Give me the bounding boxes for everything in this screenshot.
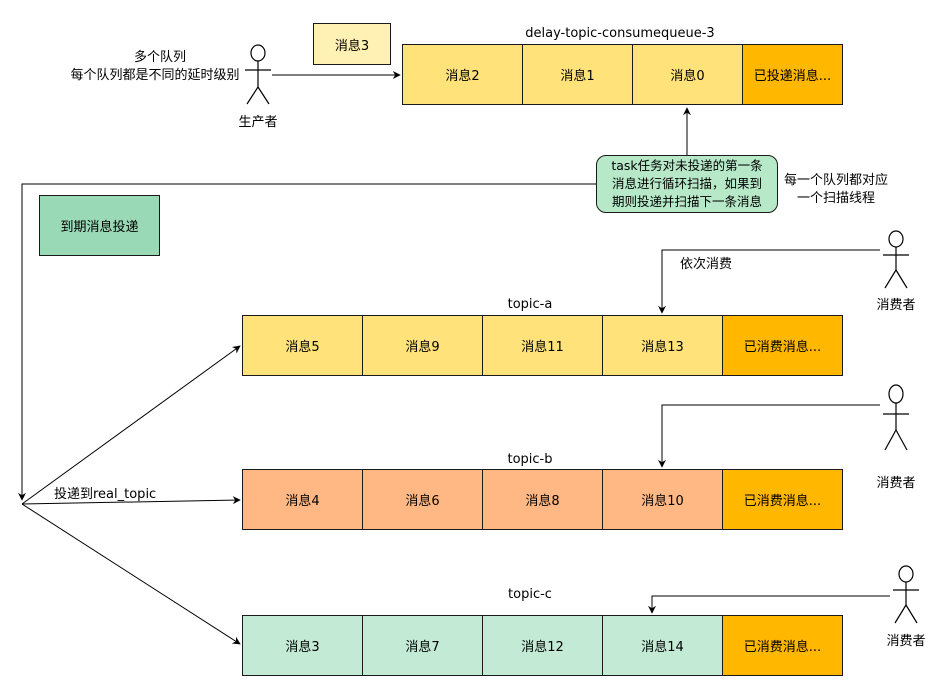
- topic-c-title: topic-c: [508, 587, 552, 602]
- consumer-c-icon: [893, 565, 919, 624]
- expire-delivery-box: 到期消息投递: [39, 195, 160, 256]
- consumer-a-icon: [883, 230, 909, 289]
- pending-message-box: 消息3: [313, 23, 391, 65]
- deliver-real-topic-label: 投递到real_topic: [54, 487, 157, 502]
- topic-a-cell: 消息5: [242, 315, 363, 376]
- producer-note-line1: 多个队列: [133, 50, 186, 65]
- topic-b-cell: 消息6: [362, 469, 483, 530]
- deliver-to-topic-b-arrow: [21, 496, 241, 505]
- topic-b-done-cell: 已消费消息...: [722, 469, 843, 530]
- task-note-line2: 消息进行循环扫描，如果到: [611, 176, 762, 191]
- topic-a-cell: 消息9: [362, 315, 483, 376]
- topic-a-cell: 消息13: [602, 315, 723, 376]
- deliver-to-topic-c-arrow: [21, 503, 241, 645]
- topic-c-done-cell: 已消费消息...: [722, 615, 843, 676]
- topic-c-cell: 消息12: [482, 615, 603, 676]
- topic-a-cell: 消息11: [482, 315, 603, 376]
- delay-queue-done-cell: 已投递消息...: [742, 44, 843, 105]
- producer-actor-icon: [245, 44, 271, 105]
- delay-queue-cell: 消息0: [632, 44, 743, 105]
- scan-note-line2: 一个扫描线程: [796, 191, 875, 206]
- topic-c-cell: 消息14: [602, 615, 723, 676]
- task-note-line3: 期则投递并扫描下一条消息: [611, 194, 762, 209]
- producer-label: 生产者: [238, 115, 278, 130]
- deliver-to-topic-a-arrow: [21, 345, 241, 505]
- consumer-c-label: 消费者: [886, 634, 926, 649]
- producer-note-line2: 每个队列都是不同的延时级别: [70, 68, 240, 83]
- delay-queue-title: delay-topic-consumequeue-3: [525, 26, 715, 41]
- task-scan-note: task任务对未投递的第一条 消息进行循环扫描，如果到 期则投递并扫描下一条消息: [596, 155, 778, 213]
- consume-sequentially-label: 依次消费: [680, 257, 733, 272]
- topic-c-cell: 消息3: [242, 615, 363, 676]
- consume-a-arrow: [658, 249, 880, 314]
- topic-b-cell: 消息10: [602, 469, 723, 530]
- topic-b-cell: 消息4: [242, 469, 363, 530]
- consumer-b-icon: [883, 384, 909, 451]
- topic-b-title: topic-b: [507, 452, 553, 467]
- consume-b-arrow: [658, 404, 880, 468]
- task-note-line1: task任务对未投递的第一条: [611, 158, 763, 173]
- consumer-b-label: 消费者: [876, 476, 916, 491]
- topic-c-cell: 消息7: [362, 615, 483, 676]
- expire-delivery-line: [18, 183, 596, 501]
- topic-b-cell: 消息8: [482, 469, 603, 530]
- topic-a-title: topic-a: [507, 297, 553, 312]
- topic-a-done-cell: 已消费消息...: [722, 315, 843, 376]
- consumer-a-label: 消费者: [876, 298, 916, 313]
- consume-c-arrow: [648, 595, 890, 614]
- delay-queue-cell: 消息1: [522, 44, 633, 105]
- scan-note-line1: 每一个队列都对应: [783, 173, 888, 188]
- delay-queue-cell: 消息2: [402, 44, 523, 105]
